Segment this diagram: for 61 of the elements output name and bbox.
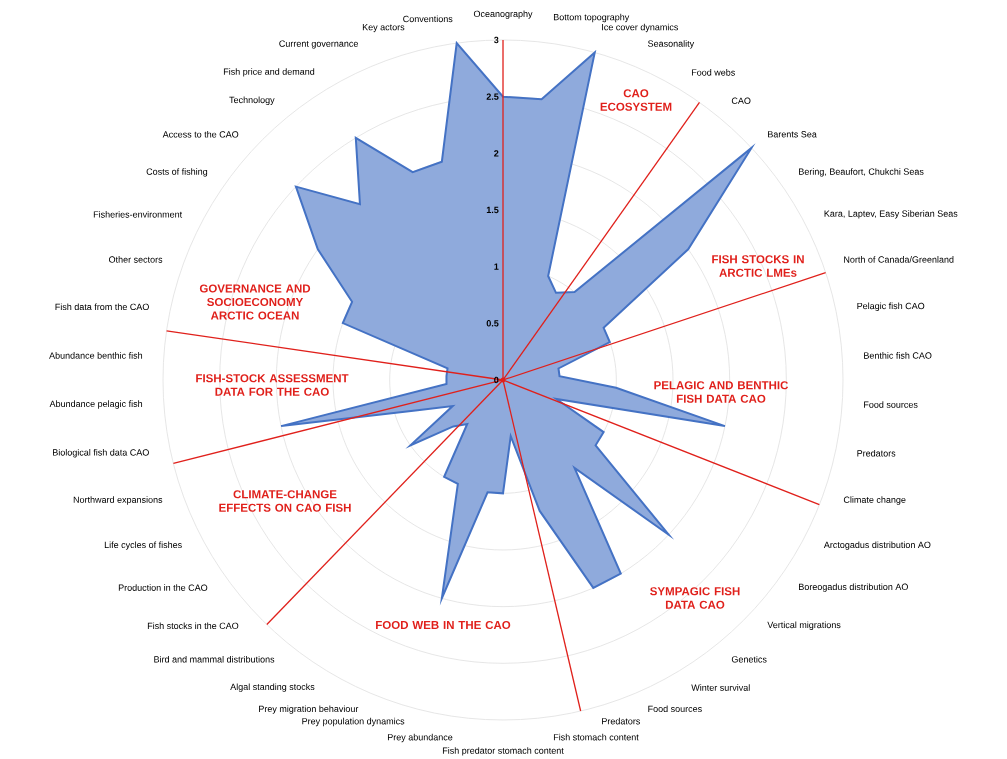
- sector-label: PELAGIC AND BENTHIC FISH DATA CAO: [654, 381, 789, 403]
- category-label: Climate change: [843, 496, 906, 505]
- category-label: Access to the CAO: [162, 130, 239, 138]
- category-label: Algal standing stocks: [230, 683, 315, 692]
- sector-label: FISH-STOCK ASSESSMENT DATA FOR THE CAO: [196, 374, 349, 396]
- category-label: Northward expansions: [73, 496, 163, 505]
- tick-label: 2: [494, 150, 499, 157]
- category-label: Bottom topography: [553, 13, 630, 23]
- category-label: Predators: [602, 717, 640, 725]
- tick-label: 0: [494, 376, 499, 384]
- category-label: Barents Sea: [768, 131, 817, 138]
- category-label: Abundance pelagic fish: [49, 400, 143, 409]
- tick-label: 3: [494, 36, 499, 44]
- category-label: Production in the CAO: [118, 584, 208, 591]
- category-label: Bird and mammal distributions: [154, 655, 275, 663]
- category-label: Food webs: [692, 69, 735, 76]
- category-label: Costs of fishing: [146, 168, 208, 177]
- category-label: Kara, Laptev, Easy Siberian Seas: [824, 210, 958, 219]
- category-label: Prey population dynamics: [302, 717, 405, 727]
- category-label: Key actors: [362, 24, 405, 33]
- category-label: Oceanography: [473, 10, 533, 19]
- tick-label: 0.5: [486, 320, 499, 327]
- category-label: Ice cover dynamics: [602, 23, 678, 33]
- sector-label: FISH STOCKS IN ARCTIC LMEs: [712, 255, 804, 277]
- category-label: Fish stomach content: [553, 733, 639, 741]
- category-label: Other sectors: [109, 256, 163, 263]
- sector-label: FOOD WEB IN THE CAO: [376, 620, 511, 630]
- category-label: Winter survival: [691, 684, 750, 691]
- category-label: Arctogadus distribution AO: [823, 541, 931, 550]
- category-label: Pelagic fish CAO: [857, 302, 925, 311]
- category-label: Fish data from the CAO: [55, 303, 149, 311]
- category-label: Conventions: [403, 15, 453, 23]
- tick-label: 2.5: [486, 93, 499, 100]
- category-label: Food sources: [864, 401, 918, 408]
- sector-label: SYMPAGIC FISH DATA CAO: [650, 587, 740, 609]
- sector-label: CAO ECOSYSTEM: [600, 89, 672, 111]
- category-label: Current governance: [279, 40, 358, 49]
- category-label: Benthic fish CAO: [864, 352, 932, 359]
- category-label: Abundance benthic fish: [49, 352, 143, 359]
- category-label: Bering, Beaufort, Chukchi Seas: [799, 168, 924, 177]
- category-label: Seasonality: [648, 40, 695, 49]
- category-label: Life cycles of fishes: [104, 541, 182, 550]
- category-label: CAO: [731, 97, 751, 104]
- category-label: Boreogadus distribution AO: [799, 583, 908, 592]
- tick-label: 1: [494, 263, 499, 270]
- category-label: Vertical migrations: [767, 621, 841, 630]
- category-label: Prey abundance: [387, 733, 453, 743]
- sector-label: GOVERNANCE AND SOCIOECONOMY ARCTIC OCEAN: [199, 284, 311, 320]
- tick-label: 1.5: [486, 206, 499, 214]
- category-label: Fish price and demand: [223, 68, 315, 77]
- category-label: North of Canada/Greenland: [844, 256, 954, 263]
- category-label: Fisheries-environment: [93, 211, 183, 218]
- category-label: Fish predator stomach content: [442, 747, 564, 756]
- category-label: Technology: [229, 96, 275, 105]
- category-label: Fish stocks in the CAO: [147, 622, 239, 629]
- category-label: Biological fish data CAO: [53, 449, 149, 458]
- category-label: Prey migration behaviour: [259, 705, 359, 714]
- category-label: Genetics: [731, 655, 767, 663]
- sector-label: CLIMATE-CHANGE EFFECTS ON CAO FISH: [219, 490, 351, 512]
- category-label: Food sources: [648, 705, 702, 712]
- category-label: Predators: [857, 449, 896, 457]
